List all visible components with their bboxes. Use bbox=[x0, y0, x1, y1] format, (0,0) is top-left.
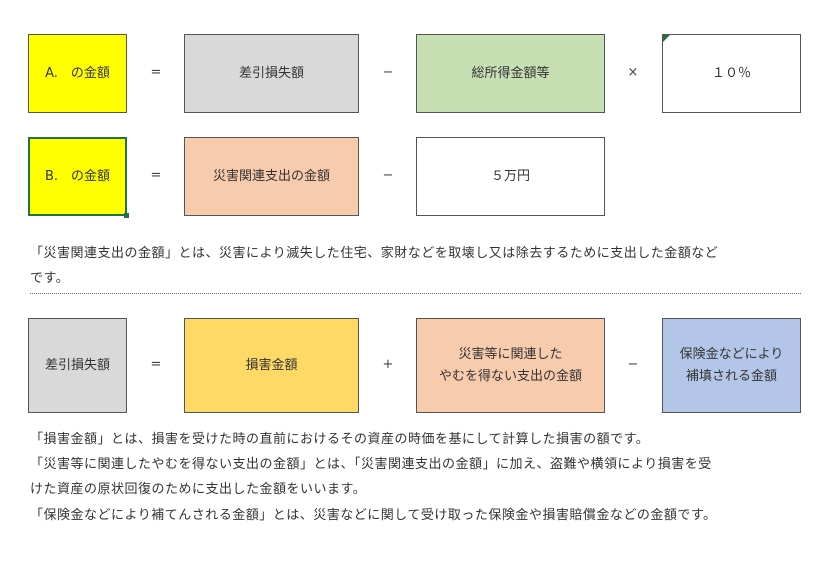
plus-sign: + bbox=[382, 357, 394, 372]
box-total-income-label: 総所得金額等 bbox=[471, 65, 550, 81]
box-unavoidable-expense: 災害等に関連した やむを得ない支出の金額 bbox=[416, 318, 605, 413]
minus-sign-a: − bbox=[382, 65, 394, 80]
box-insurance-compensation-line2: 補填される金額 bbox=[685, 368, 777, 384]
selection-handle-icon[interactable] bbox=[124, 213, 129, 218]
box-fixed-amount-label: ５万円 bbox=[490, 168, 530, 184]
equals-sign-b: = bbox=[150, 168, 162, 183]
equals-sign-a: = bbox=[150, 65, 162, 80]
box-amount-b-label: B. の金額 bbox=[44, 168, 111, 184]
box-total-income: 総所得金額等 bbox=[416, 34, 605, 113]
note-unavoidable-expense-line2: けた資産の原状回復のために支出した金額をいいます。 bbox=[30, 482, 367, 497]
note-disaster-expense-line2: です。 bbox=[30, 271, 70, 286]
box-rate: １０％ bbox=[662, 34, 801, 113]
note-unavoidable-expense-line1: 「災害等に関連したやむを得ない支出の金額」とは、「災害関連支出の金額」に加え、盗… bbox=[30, 457, 712, 472]
box-insurance-compensation: 保険金などにより 補填される金額 bbox=[662, 318, 801, 413]
box-amount-a: A. の金額 bbox=[28, 34, 127, 113]
note-insurance-compensation: 「保険金などにより補てんされる金額」とは、災害などに関して受け取った保険金や損害… bbox=[30, 508, 717, 523]
times-sign: × bbox=[627, 65, 639, 80]
box-disaster-expense-label: 災害関連支出の金額 bbox=[212, 168, 330, 184]
box-unavoidable-expense-line1: 災害等に関連した bbox=[458, 346, 563, 362]
box-amount-b[interactable]: B. の金額 bbox=[28, 137, 127, 216]
box-fixed-amount: ５万円 bbox=[416, 137, 605, 216]
box-damage-amount: 損害金額 bbox=[184, 318, 359, 413]
box-damage-amount-label: 損害金額 bbox=[245, 357, 298, 373]
comment-indicator-icon bbox=[663, 35, 670, 42]
minus-sign-b: − bbox=[382, 168, 394, 183]
box-disaster-expense: 災害関連支出の金額 bbox=[184, 137, 359, 216]
box-net-loss-def-label: 差引損失額 bbox=[44, 357, 110, 373]
box-rate-label: １０％ bbox=[711, 65, 751, 81]
box-net-loss-label: 差引損失額 bbox=[238, 65, 304, 81]
box-amount-a-label: A. の金額 bbox=[45, 65, 110, 81]
box-net-loss-def: 差引損失額 bbox=[28, 318, 127, 413]
box-net-loss: 差引損失額 bbox=[184, 34, 359, 113]
equals-sign-c: = bbox=[150, 357, 162, 372]
box-unavoidable-expense-line2: やむを得ない支出の金額 bbox=[438, 368, 582, 384]
minus-sign-c: − bbox=[627, 357, 639, 372]
dotted-divider bbox=[30, 293, 801, 294]
note-damage-amount: 「損害金額」とは、損害を受けた時の直前におけるその資産の時価を基にして計算した損… bbox=[30, 432, 650, 447]
box-insurance-compensation-line1: 保険金などにより bbox=[679, 346, 784, 362]
note-disaster-expense-line1: 「災害関連支出の金額」とは、災害により滅失した住宅、家財などを取壊し又は除去する… bbox=[30, 246, 719, 261]
